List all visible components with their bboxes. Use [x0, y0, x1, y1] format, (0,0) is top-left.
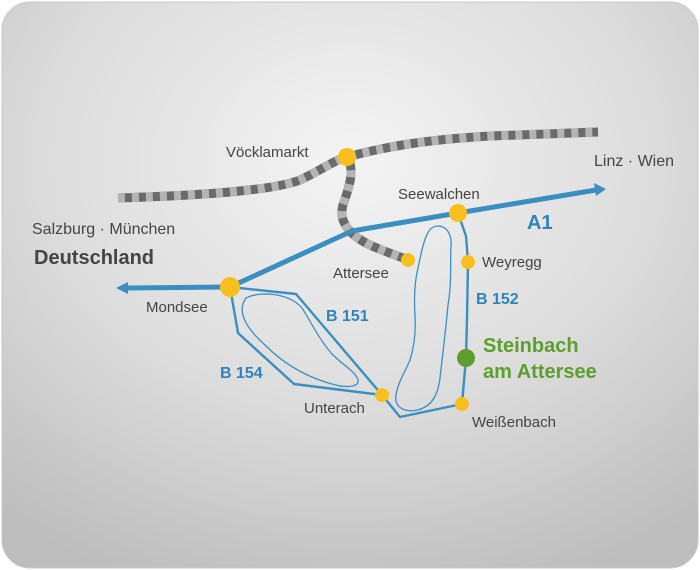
- label-road-b151: B 151: [326, 308, 369, 325]
- lake-mondsee: [241, 293, 359, 388]
- town-marker-weyregg[interactable]: [461, 255, 475, 269]
- town-marker-seewalchen[interactable]: [449, 204, 467, 222]
- railway-branch-dashes: [337, 154, 410, 265]
- lake-attersee: [395, 225, 452, 412]
- label-road-b154: B 154: [220, 365, 263, 382]
- label-town-attersee: Attersee: [333, 265, 389, 282]
- label-town-weyregg: Weyregg: [482, 254, 542, 271]
- label-highlight-line2: am Attersee: [483, 361, 597, 383]
- label-town-unterach: Unterach: [304, 400, 365, 417]
- label-origin-cities: Salzburg · München: [32, 221, 175, 238]
- label-town-seewalchen: Seewalchen: [398, 186, 480, 203]
- label-road-b152: B 152: [476, 291, 519, 308]
- town-marker-mondsee[interactable]: [220, 277, 240, 297]
- town-marker-weissenbach[interactable]: [455, 397, 469, 411]
- motorway-a1: [123, 187, 597, 291]
- label-highlight-line1: Steinbach: [483, 335, 579, 357]
- town-marker-unterach[interactable]: [375, 388, 389, 402]
- label-country: Deutschland: [34, 247, 154, 269]
- town-marker-attersee[interactable]: [401, 253, 415, 267]
- label-destination-cities: Linz · Wien: [594, 153, 674, 170]
- motorway-arrow-east: [594, 183, 606, 196]
- label-town-weissenbach: Weißenbach: [472, 414, 556, 431]
- town-marker-steinbach[interactable]: [457, 349, 475, 367]
- label-motorway-a1: A1: [527, 212, 553, 234]
- town-marker-voecklamarkt[interactable]: [338, 148, 356, 166]
- label-town-voecklamarkt: Vöcklamarkt: [226, 144, 309, 161]
- motorway-arrow-west: [116, 282, 128, 294]
- label-town-mondsee: Mondsee: [146, 299, 208, 316]
- road-b154: [228, 286, 383, 397]
- railway-line-dashes: [117, 127, 599, 203]
